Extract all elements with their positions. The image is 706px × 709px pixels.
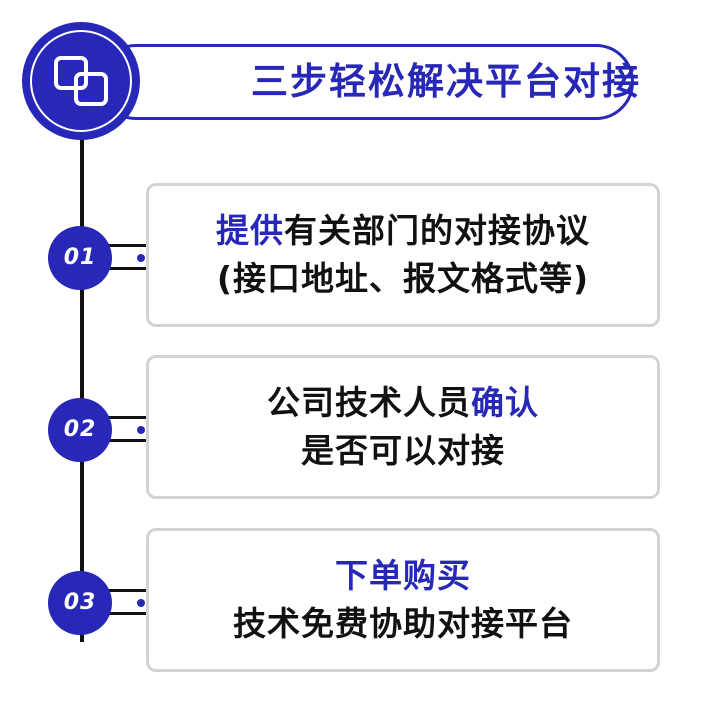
step-marker-3: 03 [48, 571, 164, 635]
connector-dot [137, 426, 145, 434]
step-line-1: 提供有关部门的对接协议 [216, 207, 590, 255]
step-line-1: 公司技术人员确认 [267, 379, 539, 427]
step-marker-1: 01 [48, 226, 164, 290]
timeline-line [80, 112, 84, 642]
step-card-1: 提供有关部门的对接协议 (接口地址、报文格式等) [146, 183, 660, 327]
step-card-3: 下单购买 技术免费协助对接平台 [146, 528, 660, 672]
step-number-badge: 01 [48, 226, 112, 290]
step-line-2: 是否可以对接 [301, 431, 505, 470]
step-card-2: 公司技术人员确认 是否可以对接 [146, 355, 660, 499]
header-badge [22, 22, 140, 140]
step-highlight: 提供 [216, 211, 284, 250]
connector-dot [137, 254, 145, 262]
header-banner: 三步轻松解决平台对接 [98, 44, 639, 120]
step-line-2: (接口地址、报文格式等) [216, 259, 590, 298]
linked-squares-icon [54, 56, 108, 106]
header-badge-ring [30, 30, 132, 132]
step-text: 有关部门的对接协议 [284, 211, 590, 250]
step-number-badge: 02 [48, 398, 112, 462]
step-line-1: 下单购买 [335, 556, 471, 595]
step-line-2: 技术免费协助对接平台 [233, 604, 573, 643]
connector-dot [137, 599, 145, 607]
page-title: 三步轻松解决平台对接 [251, 60, 641, 103]
step-number-badge: 03 [48, 571, 112, 635]
step-text: 公司技术人员 [267, 383, 471, 422]
step-highlight: 确认 [471, 383, 539, 422]
